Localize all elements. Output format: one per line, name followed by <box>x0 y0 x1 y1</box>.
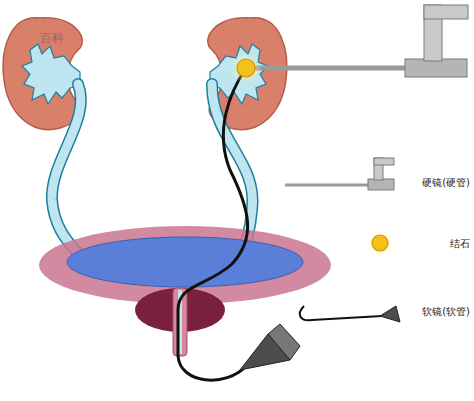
kidney-stone <box>230 52 262 84</box>
legend-label: 硬镜(硬管) <box>422 176 470 190</box>
legend-flexible-icon <box>300 306 400 322</box>
left-kidney <box>3 18 82 130</box>
legend-label: 结石 <box>450 237 470 251</box>
rigid-scope <box>246 5 468 77</box>
legend-rigid-icon <box>285 158 394 190</box>
flexible-scope <box>178 68 300 380</box>
legend-label: 软镜(软管) <box>422 305 470 319</box>
watermark: 百科 <box>40 30 64 47</box>
legend-stone-icon <box>366 229 394 257</box>
